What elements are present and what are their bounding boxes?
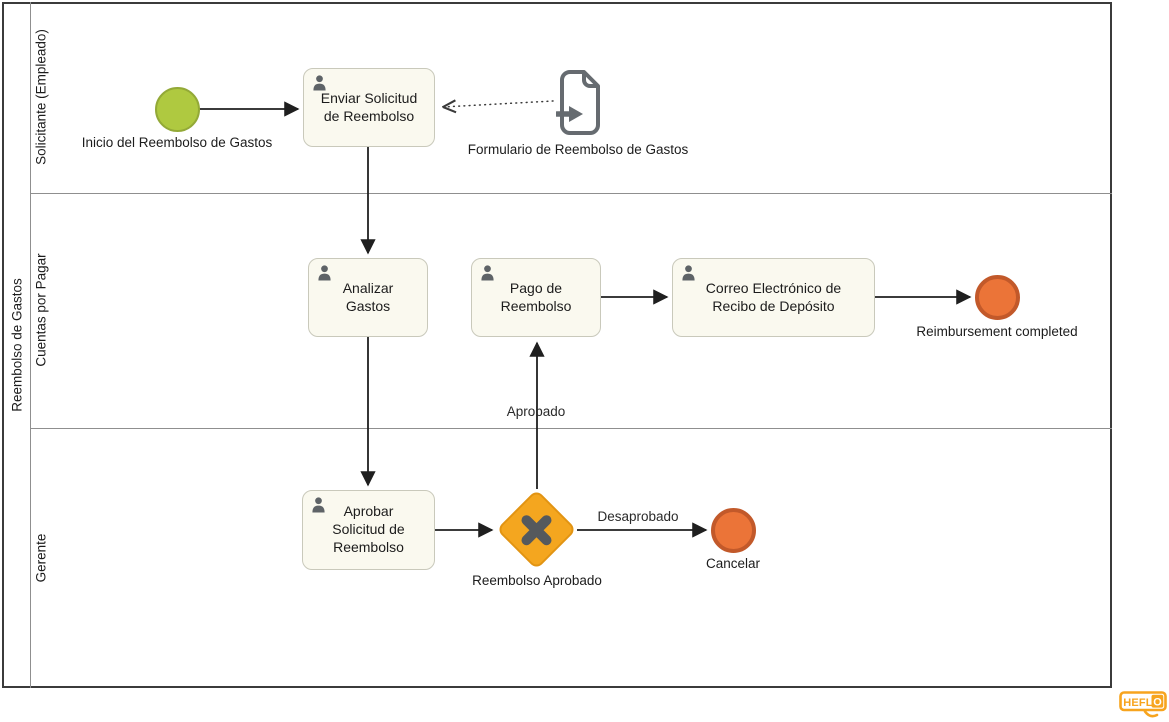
lane-label-gerente: Gerente — [33, 533, 49, 583]
task-pago-reembolso[interactable]: Pago de Reembolso — [471, 258, 601, 337]
data-object-form-icon[interactable] — [554, 69, 604, 141]
flow-label-desaprobado: Desaprobado — [597, 509, 679, 524]
pool-title-divider — [30, 2, 31, 688]
task-label: Pago de Reembolso — [500, 279, 572, 314]
pool-reembolso-de-gastos — [2, 2, 1112, 688]
end-event-completed-circle[interactable] — [975, 275, 1020, 320]
user-task-icon — [311, 497, 326, 518]
lane-label-cuentas-por-pagar: Cuentas por Pagar — [33, 253, 49, 367]
task-enviar-solicitud[interactable]: Enviar Solicitud de Reembolso — [303, 68, 435, 147]
task-aprobar-solicitud[interactable]: Aprobar Solicitud de Reembolso — [302, 490, 435, 570]
start-event-circle[interactable] — [155, 87, 200, 132]
svg-text:O: O — [1153, 696, 1162, 708]
user-task-icon — [312, 75, 327, 96]
user-task-icon — [317, 265, 332, 286]
heflo-logo[interactable]: HEFL O — [1119, 691, 1169, 722]
pool-label: Reembolso de Gastos — [9, 278, 25, 412]
flow-label-aprobado: Aprobado — [506, 404, 566, 419]
gateway-x-icon — [521, 514, 552, 545]
lane-label-solicitante: Solicitante (Empleado) — [33, 29, 49, 165]
task-label: Correo Electrónico de Recibo de Depósito — [705, 279, 842, 314]
end-event-completed-label: Reimbursement completed — [916, 324, 1078, 339]
end-event-cancel-label: Cancelar — [705, 556, 761, 571]
task-label: Analizar Gastos — [342, 279, 394, 314]
task-label: Aprobar Solicitud de Reembolso — [332, 503, 405, 555]
task-analizar-gastos[interactable]: Analizar Gastos — [308, 258, 428, 337]
lane-divider-2 — [30, 428, 1112, 429]
user-task-icon — [681, 265, 696, 286]
lane-divider-1 — [30, 193, 1112, 194]
task-label: Enviar Solicitud de Reembolso — [320, 89, 418, 124]
end-event-cancel-circle[interactable] — [711, 508, 756, 553]
data-object-label: Formulario de Reembolso de Gastos — [467, 142, 689, 157]
exclusive-gateway-diamond[interactable] — [496, 489, 577, 570]
start-event-label: Inicio del Reembolso de Gastos — [81, 135, 273, 150]
heflo-logo-text: HEFL — [1123, 697, 1153, 709]
task-correo-electronico[interactable]: Correo Electrónico de Recibo de Depósito — [672, 258, 875, 337]
user-task-icon — [480, 265, 495, 286]
gateway-label: Reembolso Aprobado — [472, 573, 602, 588]
